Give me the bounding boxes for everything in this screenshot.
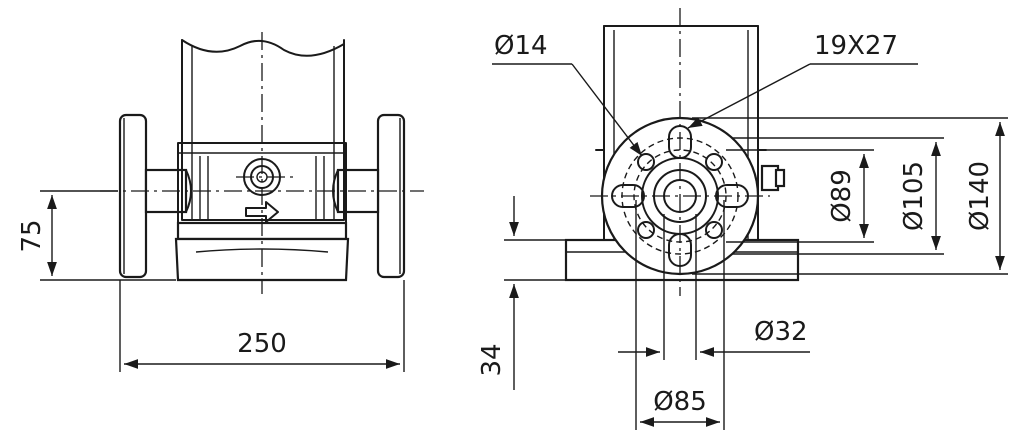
- dim-width-label: 250: [237, 329, 287, 359]
- dim-flange-label: Ø140: [965, 161, 995, 231]
- dim-height-75: 75: [17, 190, 176, 281]
- left-view: 75 250: [17, 32, 424, 372]
- flange-bolt-holes: [637, 153, 723, 239]
- dim-bolt-circle-small-label: Ø89: [827, 169, 857, 223]
- dim-hub-label: Ø85: [653, 387, 707, 417]
- dim-bolt-circle-105: Ø105: [899, 142, 941, 250]
- dim-bolt-circle-mid-label: Ø105: [899, 161, 929, 231]
- dim-base-height-34: 34: [477, 196, 570, 390]
- dim-slot-19x27: 19X27: [687, 31, 918, 129]
- right-view: Ø14 19X27 Ø89 Ø105 Ø140: [477, 8, 1008, 430]
- right-wheel: [376, 113, 406, 279]
- dim-flange-140: Ø140: [965, 122, 1005, 270]
- dim-bolt-circle-89: Ø89: [827, 154, 869, 238]
- dim-bore-32: Ø32: [618, 214, 810, 360]
- dim-slot-label: 19X27: [814, 31, 898, 61]
- dim-hub-85: Ø85: [635, 200, 725, 430]
- dim-height-label: 75: [17, 219, 47, 252]
- dim-bore-label: Ø32: [754, 317, 808, 347]
- dim-width-250: 250: [119, 280, 405, 372]
- dim-hole-label: Ø14: [494, 31, 548, 61]
- dim-hole-14: Ø14: [492, 31, 643, 157]
- dim-base-height-label: 34: [477, 343, 507, 376]
- flow-arrow-icon: [245, 201, 279, 223]
- left-wheel: [118, 113, 148, 279]
